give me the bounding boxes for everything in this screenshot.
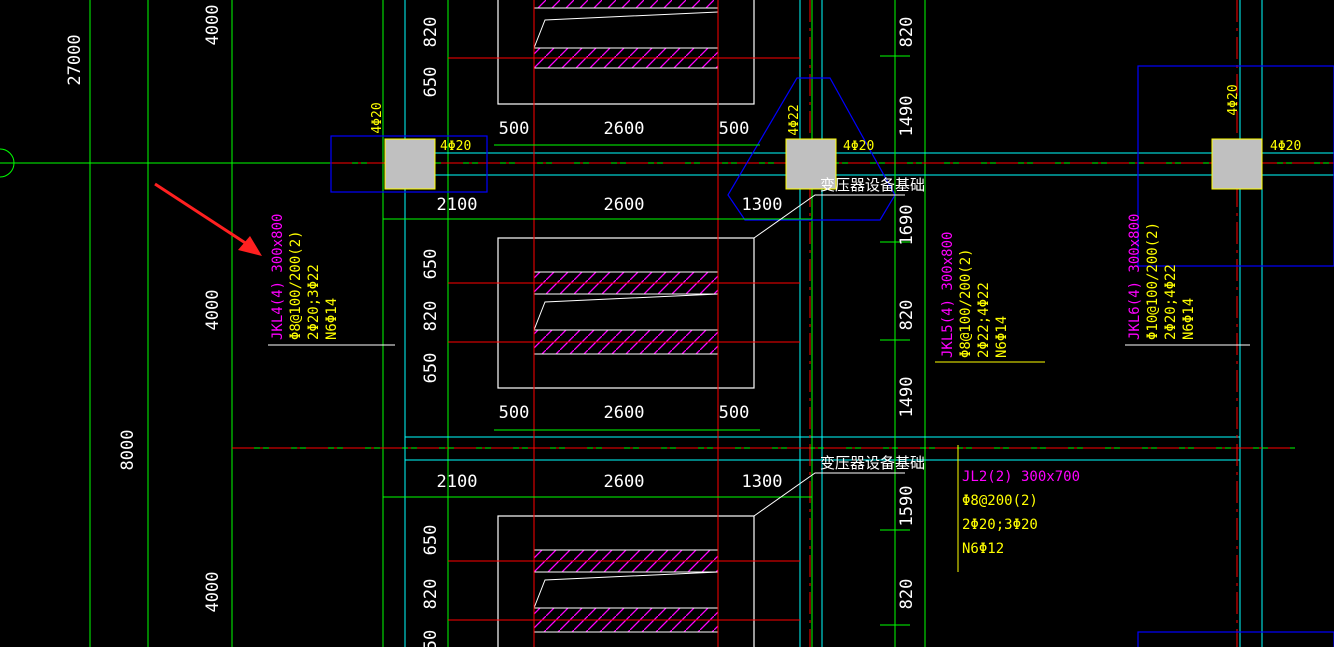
pad-horizontal-dim-text: 2100 <box>437 472 478 492</box>
beam-label-line: Φ10@100/200(2) <box>1145 222 1161 340</box>
beam-label-line: Φ8@200(2) <box>962 493 1038 509</box>
column-rebar-text: 4Φ20 <box>370 102 385 133</box>
beam-label-line: N6Φ14 <box>994 316 1010 358</box>
pad-vertical-dim-text: 820 <box>421 579 441 610</box>
beam-label-line: JKL5(4) 300x800 <box>940 232 956 358</box>
dimension-texts: 4000 4000 4000 820 1490 1690 820 1490 1590 820 820… <box>203 5 917 647</box>
pad-vertical-dim-text: 650 <box>421 525 441 556</box>
transformer-pads <box>383 0 905 647</box>
beam-label-line: JKL6(4) 300x800 <box>1127 214 1143 340</box>
beam-label-line: N6Φ14 <box>324 298 340 340</box>
beam-label-line: N6Φ14 <box>1181 298 1197 340</box>
column-rebar-text: 4Φ20 <box>1270 139 1301 154</box>
right-dim-text: 820 <box>897 579 917 610</box>
foundation-outlines <box>330 65 1334 647</box>
column-rebar-text: 4Φ20 <box>1226 84 1241 115</box>
pointer-arrow-icon <box>154 182 262 256</box>
beam-label-line: 2Φ20;4Φ22 <box>1163 264 1179 340</box>
transformer-label: 变压器设备基础 <box>820 176 925 194</box>
overall-dim-span: 8000 <box>118 430 138 471</box>
beam-label-line: N6Φ12 <box>962 541 1004 557</box>
beam-label-line: Φ8@100/200(2) <box>958 248 974 358</box>
pad-horizontal-dim-text: 2600 <box>604 119 645 139</box>
pad-horizontal-dim-text: 500 <box>499 119 530 139</box>
beam-label-line: 2Φ20;3Φ20 <box>962 517 1038 533</box>
right-dim-text: 1490 <box>897 96 917 137</box>
right-dim-text: 820 <box>897 300 917 331</box>
pad-vertical-dim-text: 650 <box>421 249 441 280</box>
beam-label-line: 2Φ20;3Φ22 <box>306 264 322 340</box>
pad-vertical-dim-text: 820 <box>421 301 441 332</box>
column <box>785 138 837 190</box>
beam-label-line: 2Φ22;4Φ22 <box>976 282 992 358</box>
overall-dim-total: 27000 <box>65 34 85 85</box>
beam-label-line: Φ8@100/200(2) <box>288 230 304 340</box>
rebar-texts: 4Φ20 4Φ20 4Φ22 4Φ20 4Φ20 4Φ20 <box>370 84 1301 154</box>
column <box>1211 138 1263 190</box>
pad-horizontal-dim-text: 2600 <box>604 403 645 423</box>
column-rebar-text: 4Φ20 <box>440 139 471 154</box>
right-dim-text: 1590 <box>897 486 917 527</box>
right-dim-text: 820 <box>897 17 917 48</box>
column-rebar-text: 4Φ22 <box>787 104 802 135</box>
column <box>384 138 436 190</box>
left-dim-text: 4000 <box>203 572 223 613</box>
right-dim-text: 1490 <box>897 377 917 418</box>
pad-vertical-dim-text: 650 <box>421 353 441 384</box>
right-dim-text: 1690 <box>897 205 917 246</box>
pad-horizontal-dim-text: 2100 <box>437 195 478 215</box>
left-dim-text: 4000 <box>203 5 223 46</box>
beam-label-line: JL2(2) 300x700 <box>962 469 1080 485</box>
pad-horizontal-dim-text: 2600 <box>604 195 645 215</box>
pad-vertical-dim-text: 50 <box>421 630 441 647</box>
pad-horizontal-dim-text: 2600 <box>604 472 645 492</box>
pad-horizontal-dim-text: 500 <box>719 403 750 423</box>
beam-label-line: JKL4(4) 300x800 <box>270 214 286 340</box>
transformer-label: 变压器设备基础 <box>820 454 925 472</box>
pad-horizontal-dim-text: 1300 <box>742 195 783 215</box>
pad-horizontal-dim-text: 500 <box>499 403 530 423</box>
left-dim-text: 4000 <box>203 290 223 331</box>
pad-horizontal-dim-text: 1300 <box>742 472 783 492</box>
columns <box>384 138 1263 190</box>
pad-horizontal-dim-text: 500 <box>719 119 750 139</box>
pad-vertical-dim-text: 650 <box>421 67 441 98</box>
pad-vertical-dim-text: 820 <box>421 17 441 48</box>
column-rebar-text: 4Φ20 <box>843 139 874 154</box>
